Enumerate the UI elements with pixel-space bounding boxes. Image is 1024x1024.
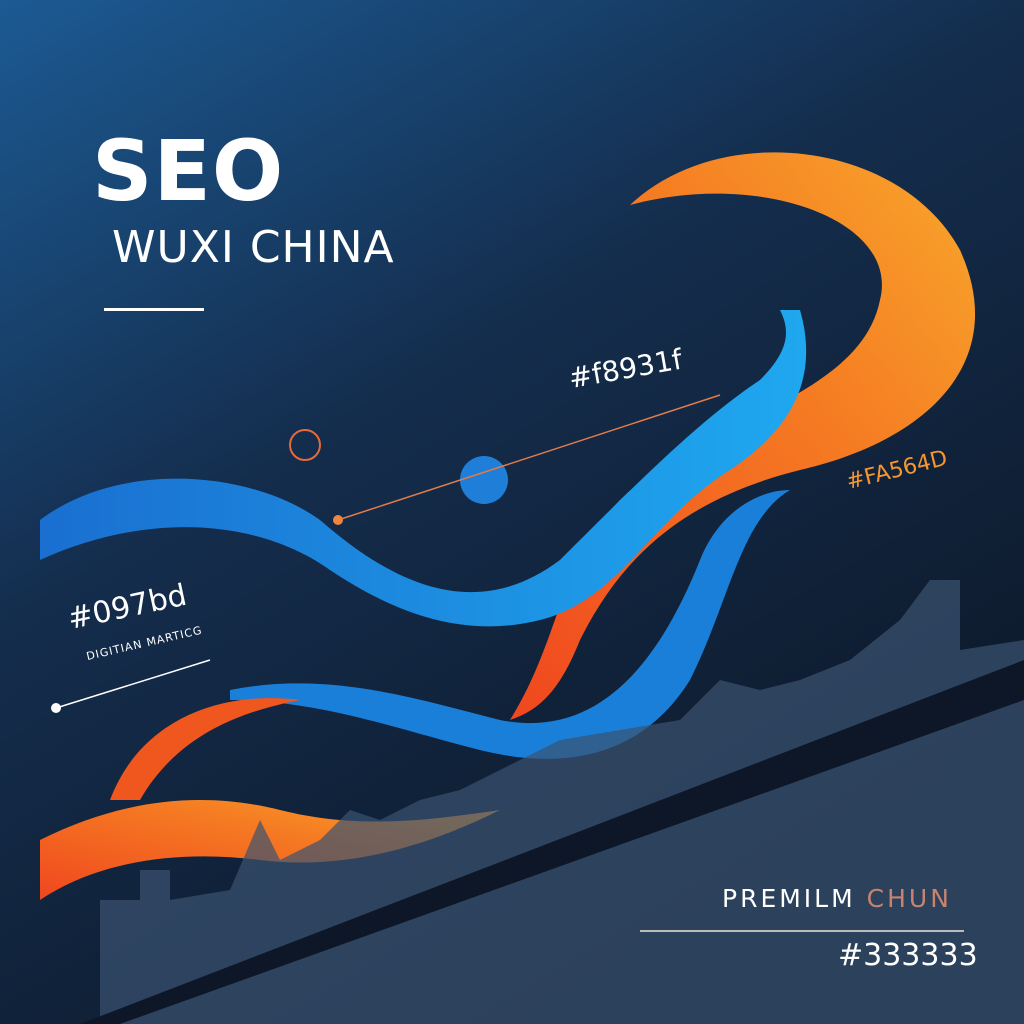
pointer-line — [55, 659, 211, 709]
hex-code: #333333 — [838, 938, 978, 973]
bridge — [80, 660, 1024, 1024]
skyline — [100, 580, 1024, 1024]
orange-orb — [289, 429, 321, 461]
premium-label: PREMILM CHUN — [722, 884, 952, 913]
divider — [640, 930, 964, 932]
premium-b: CHUN — [866, 884, 952, 913]
connector-line — [337, 394, 721, 521]
page-title: SEO — [92, 122, 285, 220]
divider — [104, 308, 204, 311]
premium-a: PREMILM — [722, 884, 856, 913]
connector-dot — [333, 515, 343, 525]
blue-orb — [460, 456, 508, 504]
pointer-dot — [51, 703, 61, 713]
subtitle: WUXI CHINA — [112, 222, 395, 273]
orange-arc — [110, 698, 300, 800]
blue-wave — [40, 310, 807, 627]
light-blue-wave — [230, 490, 790, 759]
